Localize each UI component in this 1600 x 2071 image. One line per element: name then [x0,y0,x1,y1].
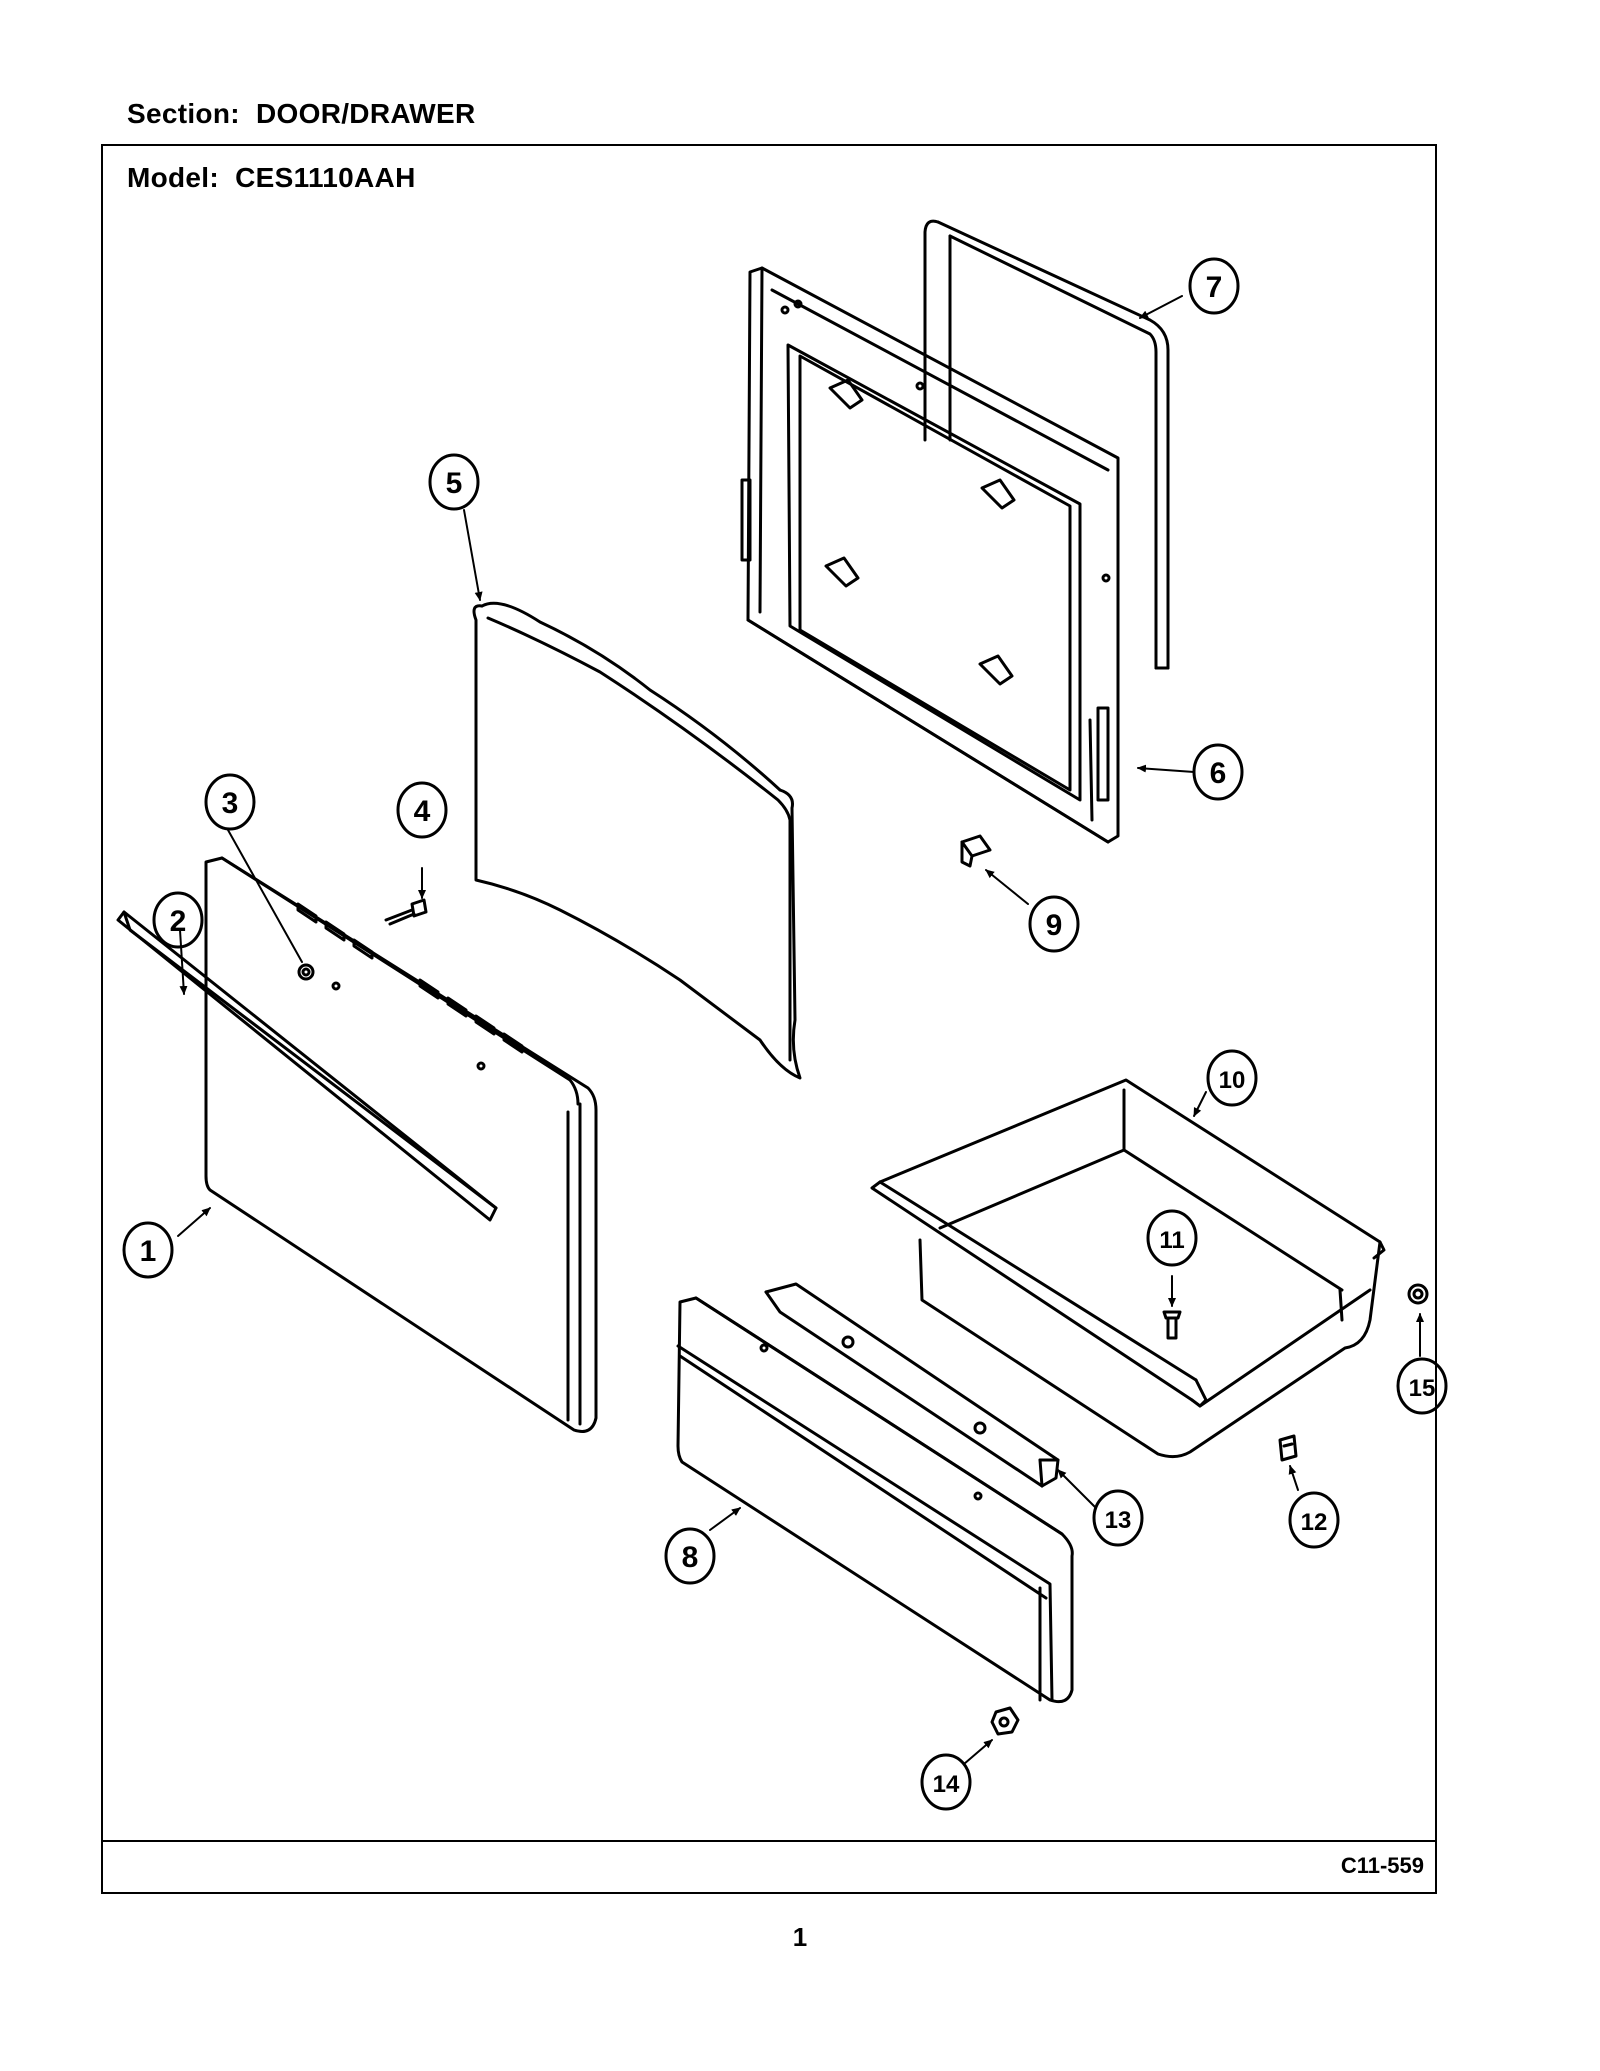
callout-circle-6 [1192,743,1244,801]
callout-label: 8 [682,1541,699,1574]
diagram-frame [101,144,1437,1894]
grommet-part [297,963,315,981]
callout-label: 4 [414,795,431,828]
callout-label: 10 [1219,1067,1246,1094]
inner-door-panel-part [740,266,1120,844]
callout-circles [122,257,1448,1811]
callout-label: 5 [446,467,463,500]
callout-circle-2 [152,891,204,949]
clip-part [960,834,992,868]
door-gasket-part [923,219,1170,670]
callout-circle-13 [1092,1489,1144,1547]
drawer-box-part [870,1078,1386,1459]
section-title: Section: DOOR/DRAWER [127,98,476,129]
callout-circle-5 [428,453,480,511]
callout-circle-10 [1206,1049,1258,1107]
page-number: 1 [792,1922,808,1952]
callout-circle-9 [1028,895,1080,953]
callout-numbers: 1 2 3 4 5 6 7 8 9 10 11 12 13 14 15 [140,271,1436,1798]
callout-label: 6 [1210,757,1227,790]
drawer-front-part [676,1296,1074,1704]
insulation-part [472,601,802,1080]
callout-circle-8 [664,1527,716,1585]
callout-label: 2 [170,905,187,938]
drawer-clip-part [1278,1434,1298,1462]
callout-label: 7 [1206,271,1223,304]
drawer-bracket-part [764,1282,1060,1488]
callout-circle-11 [1146,1209,1198,1267]
callout-label: 14 [933,1771,960,1798]
door-screw-part [384,898,428,926]
callout-circle-7 [1188,257,1240,315]
callout-label: 9 [1046,909,1063,942]
callout-label: 13 [1105,1507,1132,1534]
callout-label: 3 [222,787,239,820]
callout-label: 11 [1159,1227,1184,1254]
drawer-nut-part [990,1706,1020,1736]
callout-circle-1 [122,1221,174,1279]
callout-circle-4 [396,781,448,839]
callout-circle-3 [204,773,256,831]
footer-divider [101,1840,1437,1842]
diagram-code: C11-559 [1340,1853,1424,1878]
door-handle-part [116,910,498,1222]
callout-circle-14 [920,1753,972,1811]
leader-lines [177,295,1424,1765]
outer-door-panel-part [204,856,598,1433]
drawer-bumper-part [1407,1283,1429,1305]
callout-circle-12 [1288,1491,1340,1549]
callout-label: 15 [1409,1375,1436,1402]
drawer-screw-part [1162,1310,1182,1340]
model-title: Model: CES1110AAH [127,162,416,193]
callout-label: 1 [140,1235,157,1268]
callout-circle-15 [1396,1357,1448,1415]
callout-label: 12 [1301,1509,1328,1536]
